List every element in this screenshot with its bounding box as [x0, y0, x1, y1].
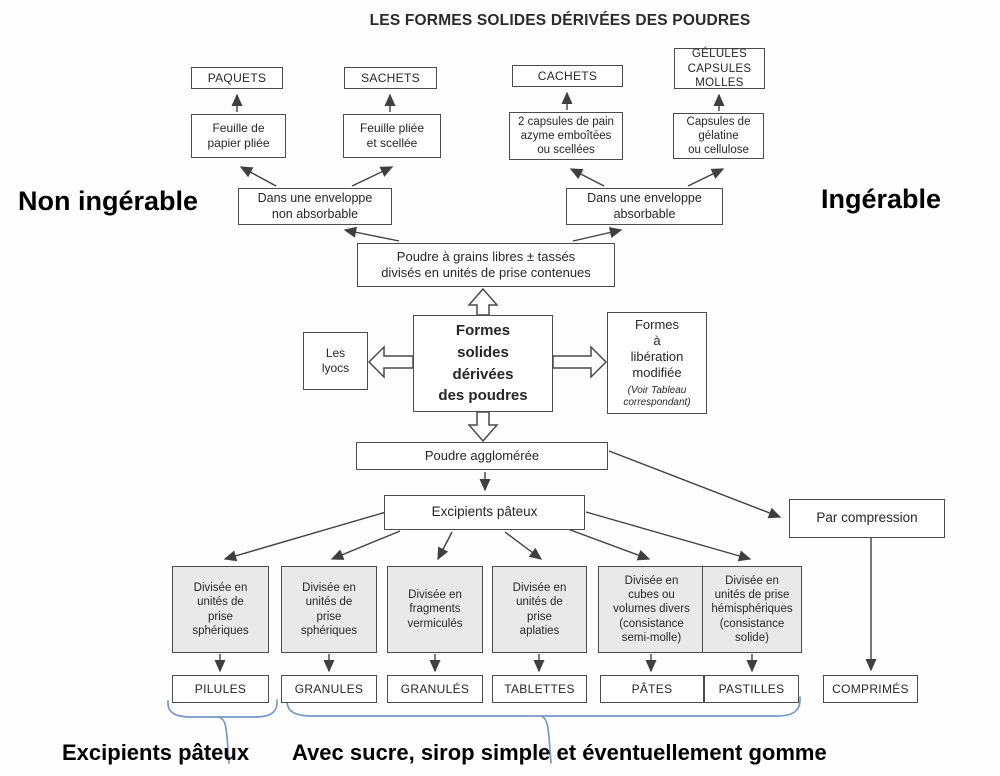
brace-label-excipients-pateux: Excipients pâteux	[62, 740, 250, 765]
product-label-pilules: PILULES	[172, 675, 269, 703]
arrow-envnon-to-feuille-papier	[239, 166, 277, 187]
node-capsules-pain-azyme: 2 capsules de pain azyme emboîtées ou sc…	[509, 112, 623, 160]
node-enveloppe-absorbable: Dans une enveloppe absorbable	[566, 188, 723, 225]
arrow-fan-6	[585, 511, 752, 562]
node-excipients-pateux: Excipients pâteux	[384, 495, 585, 530]
division-box-4: Divisée en unités de prise aplaties	[492, 566, 587, 653]
block-arrow-down	[467, 411, 499, 443]
arrow-poudre-to-envabs	[572, 227, 623, 242]
node-enveloppe-non-absorbable: Dans une enveloppe non absorbable	[238, 188, 392, 225]
product-label-granules: GRANULES	[281, 675, 377, 703]
arrow-envabs-to-capsules-pain	[569, 168, 605, 187]
product-label-granules-acc: GRANULÉS	[387, 675, 483, 703]
division-box-5: Divisée en cubes ou volumes divers (cons…	[598, 566, 705, 653]
division-box-3: Divisée en fragments vermiculés	[387, 566, 483, 653]
block-arrow-right	[552, 345, 608, 379]
product-label-pastilles: PASTILLES	[704, 675, 799, 703]
node-poudre-grains-libres: Poudre à grains libres ± tassés divisés …	[357, 243, 615, 287]
arrow-fan-2	[330, 530, 401, 560]
node-poudre-agglomeree: Poudre agglomérée	[356, 442, 608, 470]
arrow-fan-5	[564, 527, 651, 561]
node-par-compression: Par compression	[789, 499, 945, 538]
page-title: LES FORMES SOLIDES DÉRIVÉES DES POUDRES	[369, 12, 751, 29]
node-cachets: CACHETS	[512, 65, 623, 87]
node-sachets: SACHETS	[344, 67, 437, 89]
product-label-comprimes: COMPRIMÉS	[823, 675, 918, 703]
node-formes-liberation-modifiee: Formes à libération modifiée (Voir Table…	[607, 312, 707, 414]
arrow-fan-3	[437, 531, 453, 561]
product-label-pates: PÂTES	[600, 675, 704, 703]
block-arrow-up	[467, 287, 499, 316]
arrow-fan-4	[504, 531, 543, 560]
arrow-poudre-to-envnon	[343, 226, 400, 242]
node-paquets: PAQUETS	[191, 67, 283, 89]
block-arrow-left	[367, 345, 414, 379]
node-gelules-capsules-molles: GÉLULES CAPSULES MOLLES	[674, 48, 765, 89]
division-box-6: Divisée en unités de prise hémisphérique…	[702, 566, 802, 653]
arrow-fan-1	[223, 511, 387, 562]
division-box-2: Divisée en unités de prise sphériques	[281, 566, 377, 653]
node-feuille-pliee-scellee: Feuille pliée et scellée	[343, 114, 441, 158]
side-label-non-ingerable: Non ingérable	[18, 186, 199, 216]
arrow-envnon-to-feuille-scellee	[351, 166, 394, 187]
node-formes-solides-derivees: Formes solides dérivées des poudres	[413, 315, 553, 412]
brace-label-avec-sucre: Avec sucre, sirop simple et éventuelleme…	[292, 740, 827, 765]
liberation-modifiee-note: (Voir Tableau correspondant)	[623, 384, 691, 408]
side-label-ingerable: Ingérable	[821, 184, 942, 214]
node-feuille-papier-pliee: Feuille de papier pliée	[191, 114, 286, 158]
product-label-tablettes: TABLETTES	[492, 675, 587, 703]
division-box-1: Divisée en unités de prise sphériques	[172, 566, 269, 653]
arrow-envabs-to-capsules-gelatine	[687, 168, 725, 187]
node-les-lyocs: Les lyocs	[303, 332, 368, 390]
arrow-agglo-to-compression	[608, 450, 782, 519]
node-capsules-gelatine: Capsules de gélatine ou cellulose	[673, 113, 764, 159]
liberation-modifiee-text: Formes à libération modifiée	[630, 317, 684, 380]
